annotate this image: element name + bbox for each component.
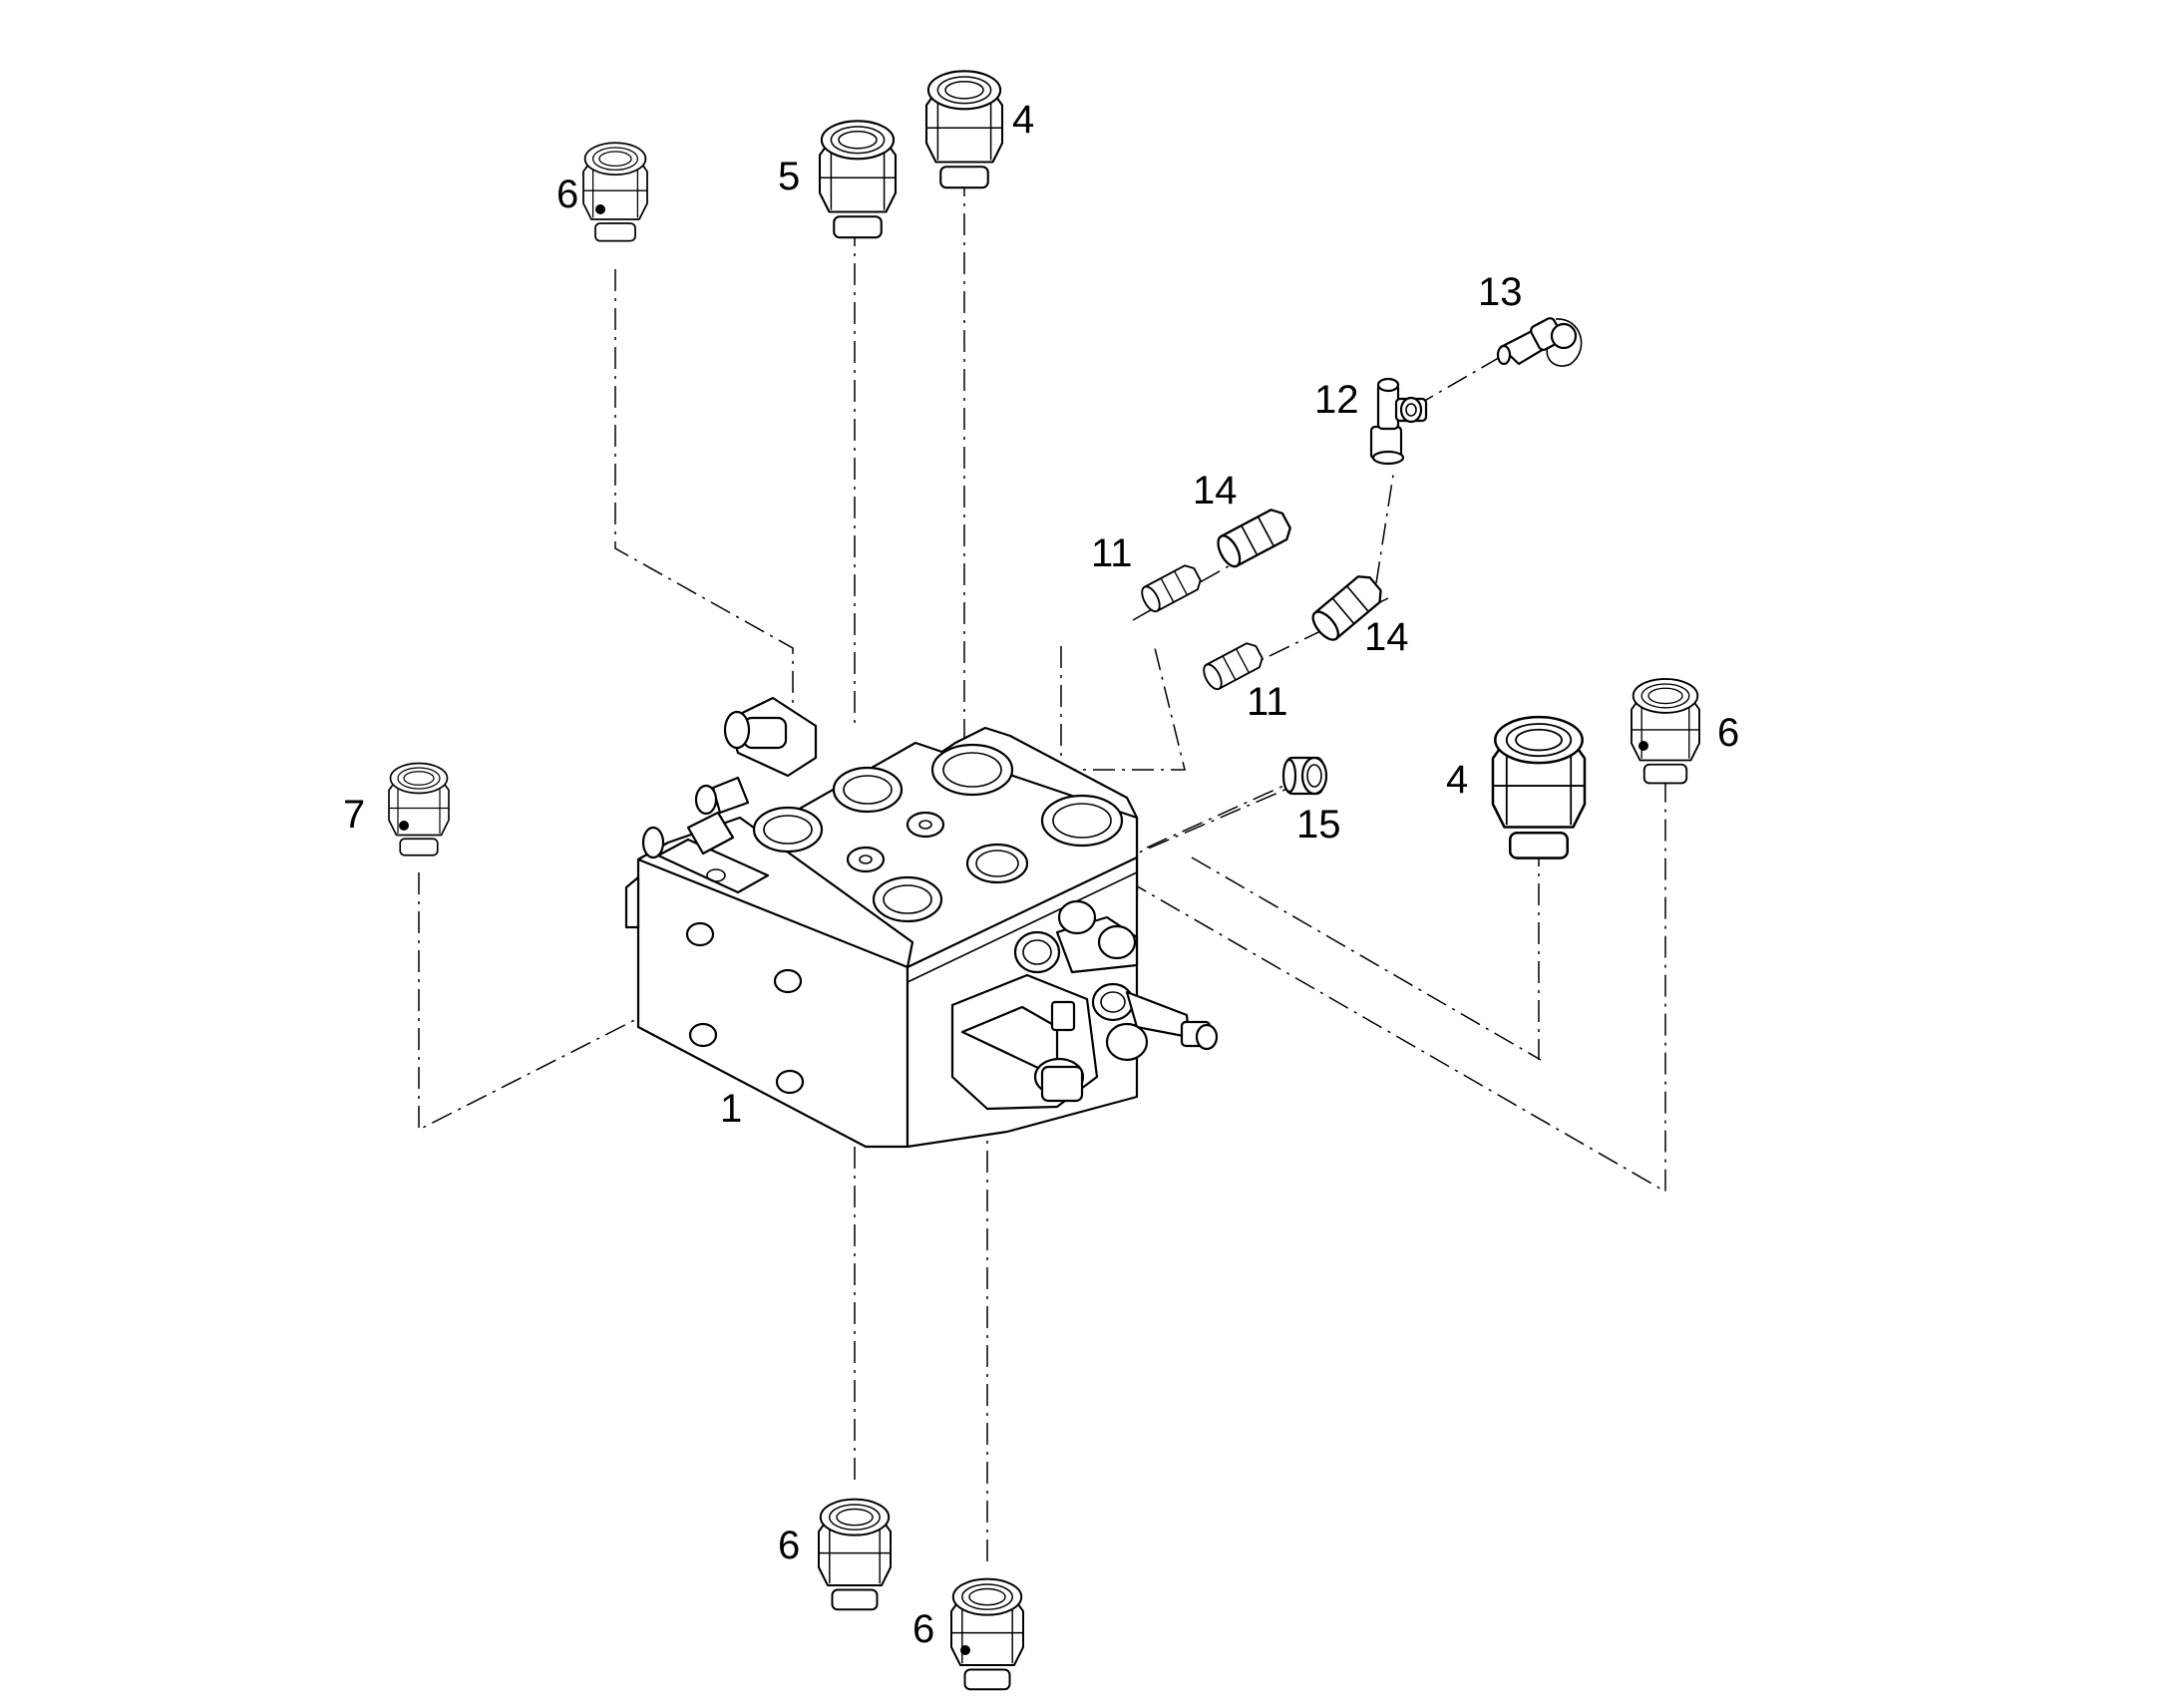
- callouts: 6 5 4 13 12 14 11 14 11 7 15 4 6 1 6 6: [343, 98, 1739, 1651]
- test-coupling-13-icon: [1496, 317, 1583, 367]
- callout-13: 13: [1478, 270, 1523, 314]
- valve-block: [624, 696, 1219, 1149]
- fitting-6-right-icon: [1631, 677, 1700, 785]
- callout-14-lower: 14: [1364, 615, 1409, 659]
- tee-12-icon: [1369, 377, 1428, 466]
- callout-15: 15: [1296, 803, 1341, 847]
- callout-6-top-left: 6: [556, 172, 578, 216]
- fitting-4-top-icon: [924, 70, 1004, 189]
- fitting-6-bottom-left-icon: [818, 1498, 892, 1611]
- callout-6-bottom-right: 6: [912, 1607, 934, 1651]
- callout-11-lower: 11: [1247, 680, 1288, 724]
- fitting-5-top-icon: [818, 120, 898, 239]
- nipple-11-upper-icon: [1137, 561, 1205, 615]
- fitting-7-icon: [388, 762, 450, 856]
- plug-15-icon: [1281, 756, 1328, 796]
- callout-4-top: 4: [1012, 98, 1034, 142]
- fitting-6-bottom-right-icon: [950, 1577, 1024, 1691]
- adapter-14-upper-icon: [1212, 505, 1295, 571]
- callout-4-right: 4: [1446, 758, 1468, 802]
- callout-12: 12: [1314, 378, 1359, 422]
- leader-lines: [418, 174, 1666, 1565]
- callout-11-upper: 11: [1091, 531, 1133, 575]
- callout-7: 7: [343, 793, 365, 837]
- callout-14-upper: 14: [1193, 469, 1238, 512]
- callout-6-right: 6: [1717, 711, 1739, 755]
- callout-1: 1: [720, 1087, 742, 1131]
- fitting-4-right-icon: [1491, 715, 1587, 859]
- fitting-6-top-left-icon: [582, 142, 648, 242]
- callout-5-top: 5: [778, 155, 800, 198]
- callout-6-bottom-left: 6: [778, 1524, 800, 1567]
